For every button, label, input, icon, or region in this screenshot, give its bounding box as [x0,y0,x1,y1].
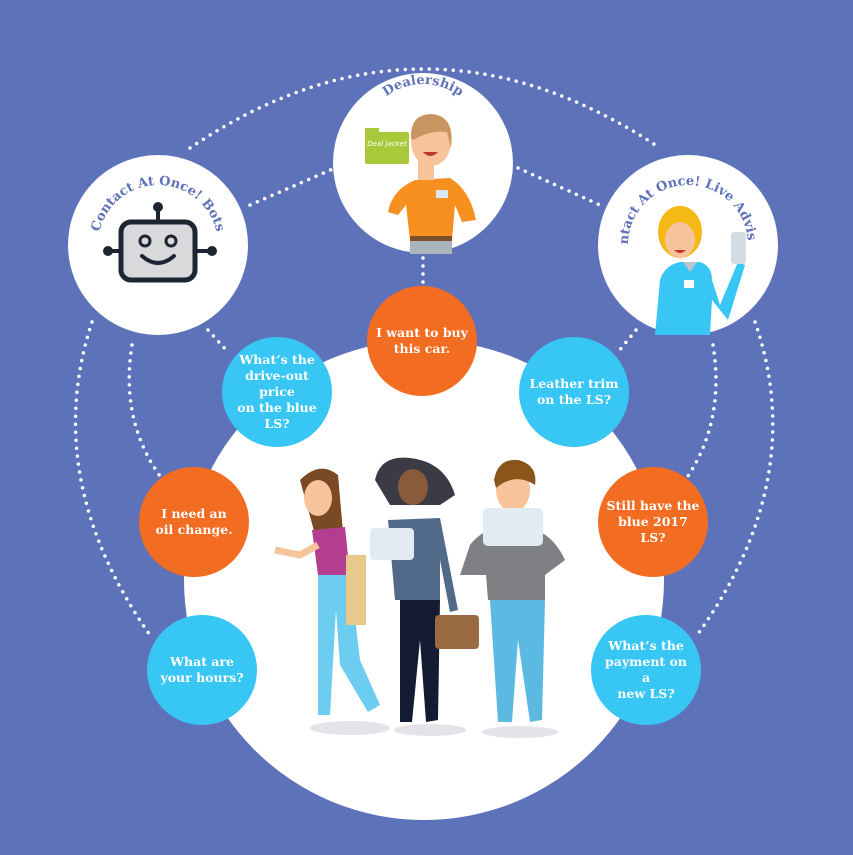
folder-label: Deal Jacket [367,140,407,148]
connector-advisors-leather [616,328,638,354]
advisor-illustration [655,206,746,335]
connector-advisors-outer [693,320,775,640]
bubble-text: What’s the payment on a new LS? [605,638,687,701]
bubble-hours: What are your hours? [147,615,257,725]
bubble-still-have: Still have the blue 2017 LS? [598,467,708,577]
bubble-leather-trim: Leather trim on the LS? [519,337,629,447]
bubble-oil-change: I need an oil change. [139,467,249,577]
connector-bots-outer [73,320,154,640]
connector-bots-driveout [206,328,230,354]
bubble-buy-car: I want to buy this car. [367,286,477,396]
bubble-text: Leather trim on the LS? [529,376,619,407]
connector-dealership-advisors [516,166,602,207]
dotted-connectors [73,67,775,640]
connector-advisors-inner [686,343,718,478]
bubble-payment: What’s the payment on a new LS? [591,615,701,725]
hub-bots[interactable]: Contact At Once! Bots [68,155,248,335]
folder-icon [365,132,409,164]
robot-icon [103,202,217,283]
dealer-illustration [365,114,476,254]
bubble-text: Still have the blue 2017 LS? [606,498,700,545]
connector-bots-dealership [248,166,337,207]
customers-illustration [274,457,565,738]
bubble-text: I need an oil change. [155,506,233,537]
hub-dealership[interactable]: Dealership Deal Jacket [333,73,513,254]
bubble-text: I want to buy this car. [376,325,468,356]
bubble-text: What are your hours? [160,654,244,685]
bubble-text: What’s the drive-out price on the blue L… [237,352,317,431]
connector-bots-inner [127,343,162,478]
bubble-drive-out-price: What’s the drive-out price on the blue L… [222,337,332,447]
